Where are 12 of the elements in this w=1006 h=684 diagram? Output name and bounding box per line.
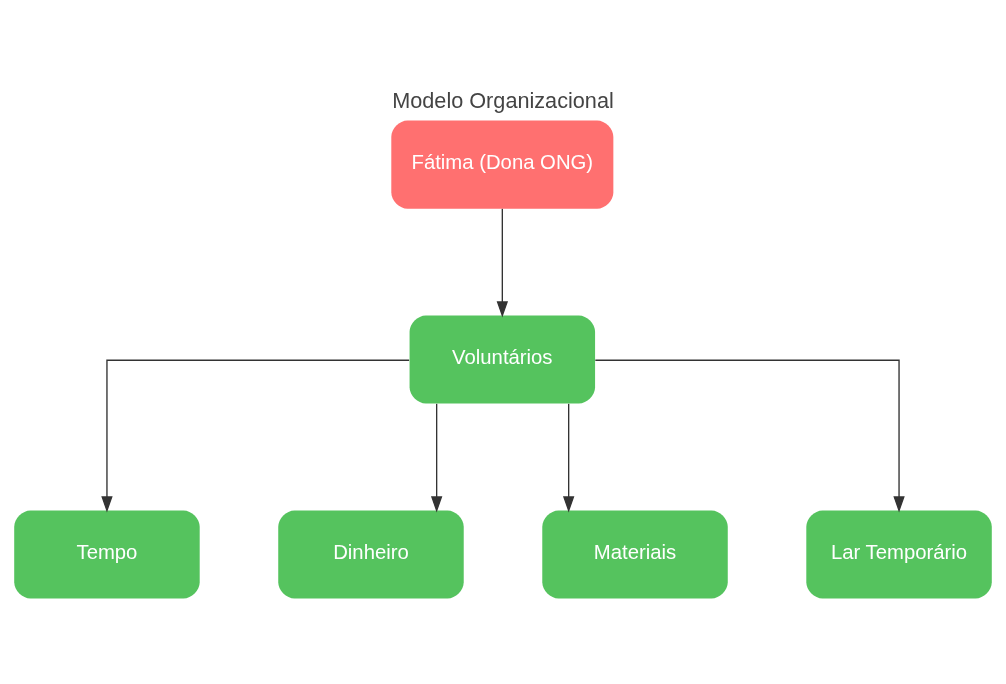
node-box: Fátima (Dona ONG) [391,120,614,209]
node-box: Tempo [14,510,200,599]
node-box: Materiais [542,510,728,599]
diagram-title: Modelo Organizacional [392,88,614,114]
arrow [101,359,410,513]
node-box: Voluntários [409,315,596,404]
node-box: Lar Temporário [806,510,992,599]
node-box: Dinheiro [278,510,464,599]
arrow [594,359,905,513]
arrow [562,403,575,513]
arrow [430,403,443,513]
arrow [496,208,508,318]
